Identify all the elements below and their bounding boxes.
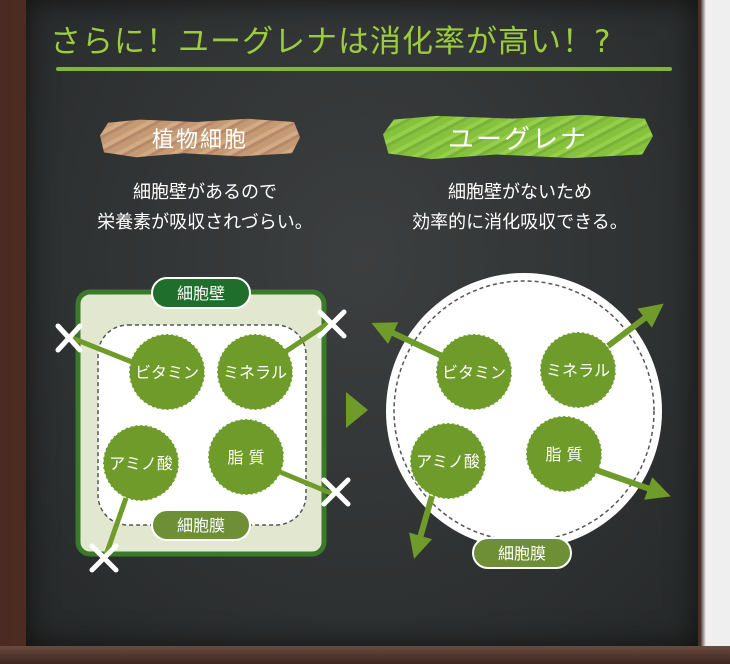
plant-nutrient-mineral: ミネラル	[216, 333, 294, 411]
euglena-mineral-label: ミネラル	[546, 361, 610, 380]
euglena-membrane-tag: 細胞膜	[472, 537, 572, 569]
lipid-label: 脂 質	[227, 448, 264, 467]
cross-icon	[321, 477, 351, 507]
euglena-vitamin-label: ビタミン	[442, 363, 506, 382]
plant-desc-line-1: 細胞壁があるので	[133, 182, 277, 203]
euglena-nutrient-vitamin: ビタミン	[435, 333, 513, 411]
euglena-nutrient-amino-acid: アミノ酸	[409, 422, 487, 500]
cell-wall-label: 細胞壁	[177, 284, 225, 303]
amino-acid-label: アミノ酸	[109, 454, 173, 473]
plant-nutrient-vitamin: ビタミン	[128, 333, 206, 411]
cross-icon	[317, 309, 347, 339]
chalkboard-frame-bottom	[0, 646, 730, 664]
plant-cell: 細胞壁 ビタミン ミネラル アミノ酸 脂 質	[55, 277, 351, 573]
euglena-amino-acid-label: アミノ酸	[416, 452, 480, 471]
plant-membrane-tag: 細胞膜	[151, 509, 251, 541]
euglena-heading: ユーグレナ	[383, 114, 653, 160]
blocked-arrow	[71, 335, 133, 365]
play-triangle-icon	[346, 392, 368, 428]
euglena-desc-line-1: 細胞壁がないため	[448, 182, 592, 203]
title-underline	[56, 67, 672, 71]
euglena-cell: ビタミン ミネラル アミノ酸 脂 質 細胞膜	[371, 273, 671, 569]
plant-nutrient-amino-acid: アミノ酸	[102, 424, 180, 502]
blocked-arrow	[103, 497, 129, 556]
plant-desc-line-2: 栄養素が吸収されづらい。	[97, 212, 313, 233]
euglena-nutrient-mineral: ミネラル	[539, 331, 617, 409]
cross-icon	[55, 323, 83, 353]
euglena-lipid-label: 脂 質	[545, 445, 582, 464]
plant-cell-heading: 植物細胞	[100, 118, 300, 158]
euglena-description: 細胞壁がないため 効率的に消化吸収できる。	[360, 178, 680, 238]
cross-icon	[89, 543, 119, 573]
page-title: さらに！ユーグレナは消化率が高い！?	[50, 24, 612, 60]
vitamin-label: ビタミン	[135, 363, 199, 382]
arrow-icon	[371, 322, 444, 359]
cell-wall-tag: 細胞壁	[151, 277, 251, 309]
blocked-arrow	[279, 469, 334, 497]
euglena-desc-line-2: 効率的に消化吸収できる。	[412, 212, 628, 233]
plant-nutrient-lipid: 脂 質	[207, 418, 285, 496]
mineral-label: ミネラル	[223, 363, 287, 382]
blocked-arrow	[283, 319, 332, 355]
euglena-nutrient-lipid: 脂 質	[525, 415, 603, 493]
arrow-icon	[409, 495, 435, 559]
euglena-membrane-label: 細胞膜	[498, 544, 546, 563]
arrow-icon	[595, 467, 671, 500]
arrow-icon	[606, 303, 664, 349]
frame-right-edge	[700, 0, 730, 664]
plant-cell-description: 細胞壁があるので 栄養素が吸収されづらい。	[60, 178, 350, 238]
plant-membrane-label: 細胞膜	[177, 516, 225, 535]
